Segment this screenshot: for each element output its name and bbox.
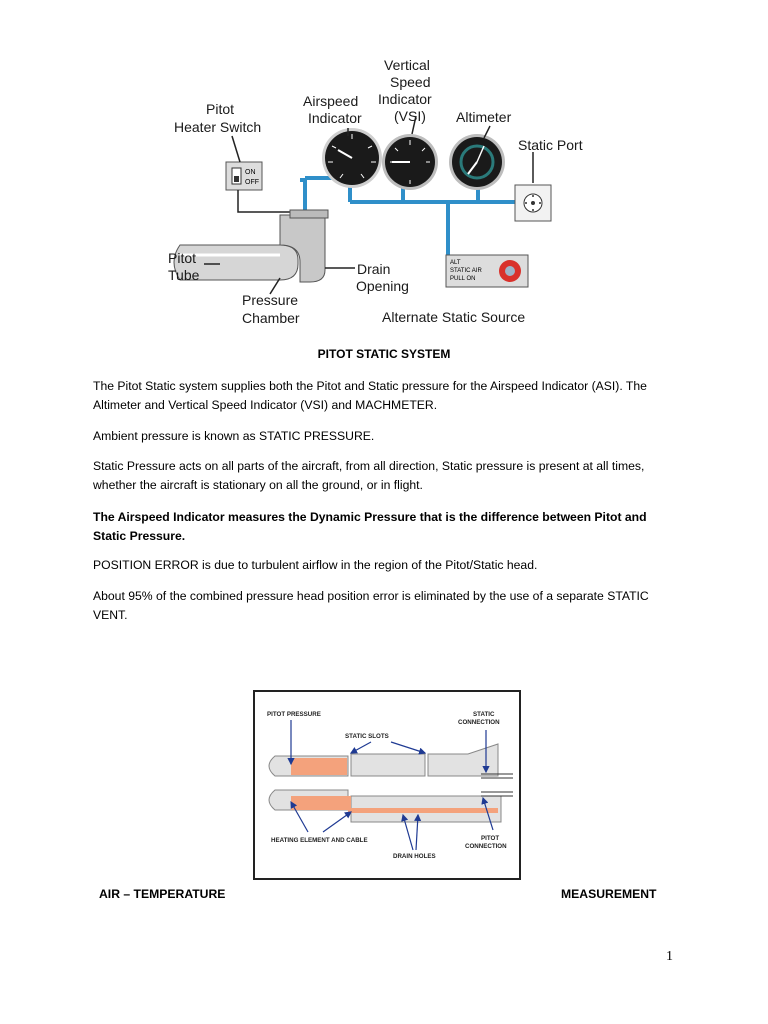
- vsi-label-3: Indicator: [378, 91, 432, 107]
- heating-cable: [348, 808, 498, 813]
- static-connection-label-1: STATIC: [473, 711, 495, 718]
- alt-label: ALT: [450, 260, 461, 266]
- pitot-heater-switch: ON OFF: [225, 161, 263, 191]
- airspeed-label-2: Indicator: [308, 110, 362, 126]
- paragraph-2: Ambient pressure is known as STATIC PRES…: [93, 429, 375, 443]
- footer-right-heading: MEASUREMENT: [561, 887, 657, 901]
- alternate-static-source: ALT STATIC AIR PULL ON: [445, 254, 529, 288]
- pull-on-label: PULL ON: [450, 276, 475, 282]
- static-port: [514, 184, 552, 222]
- vsi-label-2: Speed: [390, 74, 430, 90]
- heater-wire: [237, 190, 298, 213]
- static-port-label: Static Port: [518, 137, 583, 153]
- pitot-pressure-label: PITOT PRESSURE: [267, 711, 321, 718]
- paragraph-6: About 95% of the combined pressure head …: [93, 589, 649, 622]
- switch-off-label: OFF: [245, 179, 259, 186]
- connection-lines: [481, 773, 513, 797]
- pitot-connection-label-2: CONNECTION: [465, 843, 507, 850]
- pitot-static-head-diagram: PITOT PRESSURE STATIC CONNECTION STATIC …: [253, 690, 521, 880]
- static-slots-label: STATIC SLOTS: [345, 733, 389, 740]
- drain-opening-label-2: Opening: [356, 278, 409, 294]
- airspeed-label-1: Airspeed: [303, 93, 358, 109]
- paragraph-1: The Pitot Static system supplies both th…: [93, 379, 647, 412]
- page-number: 1: [666, 949, 673, 964]
- footer-left-heading: AIR – TEMPERATURE: [99, 887, 226, 901]
- altimeter-label: Altimeter: [456, 109, 512, 125]
- pitot-heater-label-2: Heater Switch: [174, 119, 261, 135]
- static-connection-label-2: CONNECTION: [458, 719, 500, 726]
- pitot-tube: [173, 209, 355, 283]
- vsi-label-1: Vertical: [384, 57, 430, 73]
- paragraph-3: Static Pressure acts on all parts of the…: [93, 459, 645, 492]
- pitot-heater-label-1: Pitot: [206, 101, 234, 117]
- diagram-arrows: [287, 720, 494, 851]
- pressure-chamber-label-1: Pressure: [242, 292, 298, 308]
- drain-opening-label-1: Drain: [357, 261, 390, 277]
- airspeed-indicator-gauge: [322, 128, 382, 188]
- static-air-label: STATIC AIR: [450, 268, 482, 274]
- vsi-gauge: [382, 134, 438, 190]
- vsi-label-4: (VSI): [394, 108, 426, 124]
- drain-holes-label: DRAIN HOLES: [393, 853, 436, 860]
- pitot-tube-label-1: Pitot: [168, 250, 196, 266]
- alternate-static-source-label: Alternate Static Source: [382, 309, 525, 325]
- paragraph-4: The Airspeed Indicator measures the Dyna…: [93, 510, 647, 543]
- pitot-static-system-diagram: ON OFF ALT STATIC AIR PULL ON Pitot Heat…: [168, 57, 583, 326]
- pitot-tube-label-2: Tube: [168, 267, 200, 283]
- switch-on-label: ON: [245, 169, 256, 176]
- heating-element-upper: [291, 758, 347, 775]
- figure-caption: PITOT STATIC SYSTEM: [317, 347, 451, 361]
- heating-element-label: HEATING ELEMENT AND CABLE: [271, 837, 368, 844]
- paragraph-5: POSITION ERROR is due to turbulent airfl…: [93, 558, 538, 572]
- heating-element-lower: [291, 796, 351, 810]
- altimeter-gauge: [449, 134, 505, 190]
- leader-lines: [204, 115, 534, 295]
- pitot-connection-label-1: PITOT: [481, 835, 499, 842]
- pressure-chamber-label-2: Chamber: [242, 310, 300, 326]
- static-tubing: [300, 178, 528, 255]
